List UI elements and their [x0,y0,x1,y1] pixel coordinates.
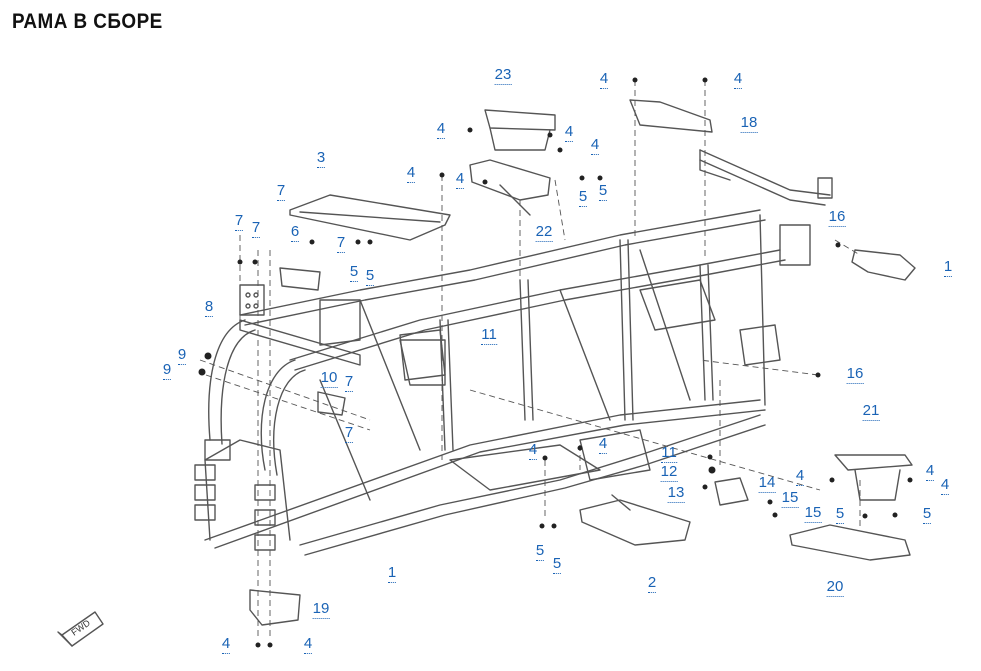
part-6-bracket [279,267,321,291]
part-18-bracket [629,99,713,133]
callout-4: 4 [598,435,608,454]
part-3-crossmember [289,194,451,241]
callout-5: 5 [598,182,608,201]
part-14-bracket [714,477,749,506]
callout-4: 4 [436,120,446,139]
callout-4: 4 [303,635,313,654]
callout-3: 3 [316,149,326,168]
callout-14: 14 [758,474,776,493]
frame-lower-rail-right [299,414,761,546]
callout-13: 13 [667,484,685,503]
callout-4: 4 [925,462,935,481]
callout-12: 12 [660,463,678,482]
part-1-mount [851,249,916,281]
callout-15: 15 [804,504,822,523]
callout-5: 5 [835,505,845,524]
callout-18: 18 [740,114,758,133]
callout-9: 9 [162,361,172,380]
callout-7: 7 [251,219,261,238]
callout-6: 6 [290,223,300,242]
callout-16: 16 [828,208,846,227]
callout-4: 4 [455,170,465,189]
callout-5: 5 [365,267,375,286]
part-20-crossmember [789,524,911,561]
callout-4: 4 [733,70,743,89]
callout-7: 7 [344,373,354,392]
callout-19: 19 [312,600,330,619]
callout-1: 1 [943,258,953,277]
callout-10: 10 [320,369,338,388]
frame-post [519,279,526,421]
callout-7: 7 [234,212,244,231]
part-21-bracket [834,454,913,471]
callout-2: 2 [647,574,657,593]
callout-4: 4 [590,136,600,155]
callout-5: 5 [552,555,562,574]
part-22-bracket [469,159,551,201]
callout-4: 4 [221,635,231,654]
callout-22: 22 [535,223,553,242]
callout-5: 5 [349,263,359,282]
callout-7: 7 [344,424,354,443]
callout-20: 20 [826,578,844,597]
callout-5: 5 [535,542,545,561]
callout-4: 4 [406,164,416,183]
callout-11: 11 [661,444,677,463]
callout-8: 8 [204,298,214,317]
callout-4: 4 [564,123,574,142]
callout-4: 4 [940,476,950,495]
callout-9: 9 [177,346,187,365]
callout-21: 21 [862,402,880,421]
frame-upper-rail-left [239,209,761,316]
callout-4: 4 [795,467,805,486]
part-19-bracket [249,589,301,626]
page-title: РАМА В СБОРЕ [12,10,163,33]
callout-4: 4 [599,70,609,89]
rear-rack-tube [699,149,831,196]
callout-7: 7 [276,182,286,201]
part-2-crossmember [579,499,691,546]
callout-15: 15 [781,489,799,508]
callout-16: 16 [846,365,864,384]
callout-1: 1 [387,564,397,583]
callout-5: 5 [578,188,588,207]
callout-5: 5 [922,505,932,524]
front-loop [208,319,246,441]
callout-4: 4 [528,441,538,460]
callout-7: 7 [336,234,346,253]
part-23-bracket [484,109,556,131]
frame-lower-rail-left [204,399,761,541]
callout-23: 23 [494,66,512,85]
callout-11: 11 [481,326,497,345]
